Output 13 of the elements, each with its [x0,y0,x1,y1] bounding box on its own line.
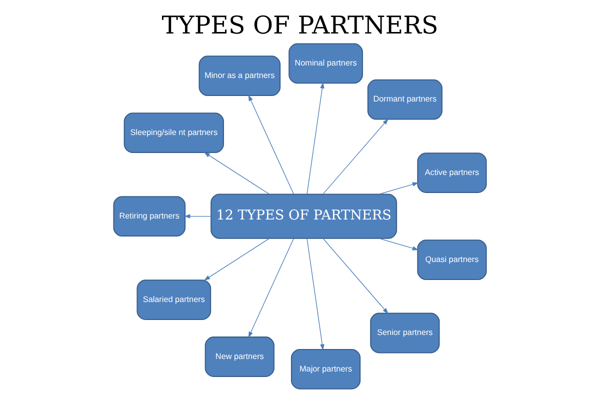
arrow [184,214,212,218]
arrow [204,238,270,281]
arrow [306,82,324,194]
diagram-title: TYPES OF PARTNERS [162,10,438,40]
arrow [378,182,419,194]
arrow [378,238,419,250]
arrow [248,94,294,194]
arrow [322,118,388,194]
arrow [204,152,270,194]
arrow [322,238,388,314]
node-box: 12 TYPES OF PARTNERS [210,194,398,239]
arrow [248,238,294,338]
arrow [306,238,324,350]
